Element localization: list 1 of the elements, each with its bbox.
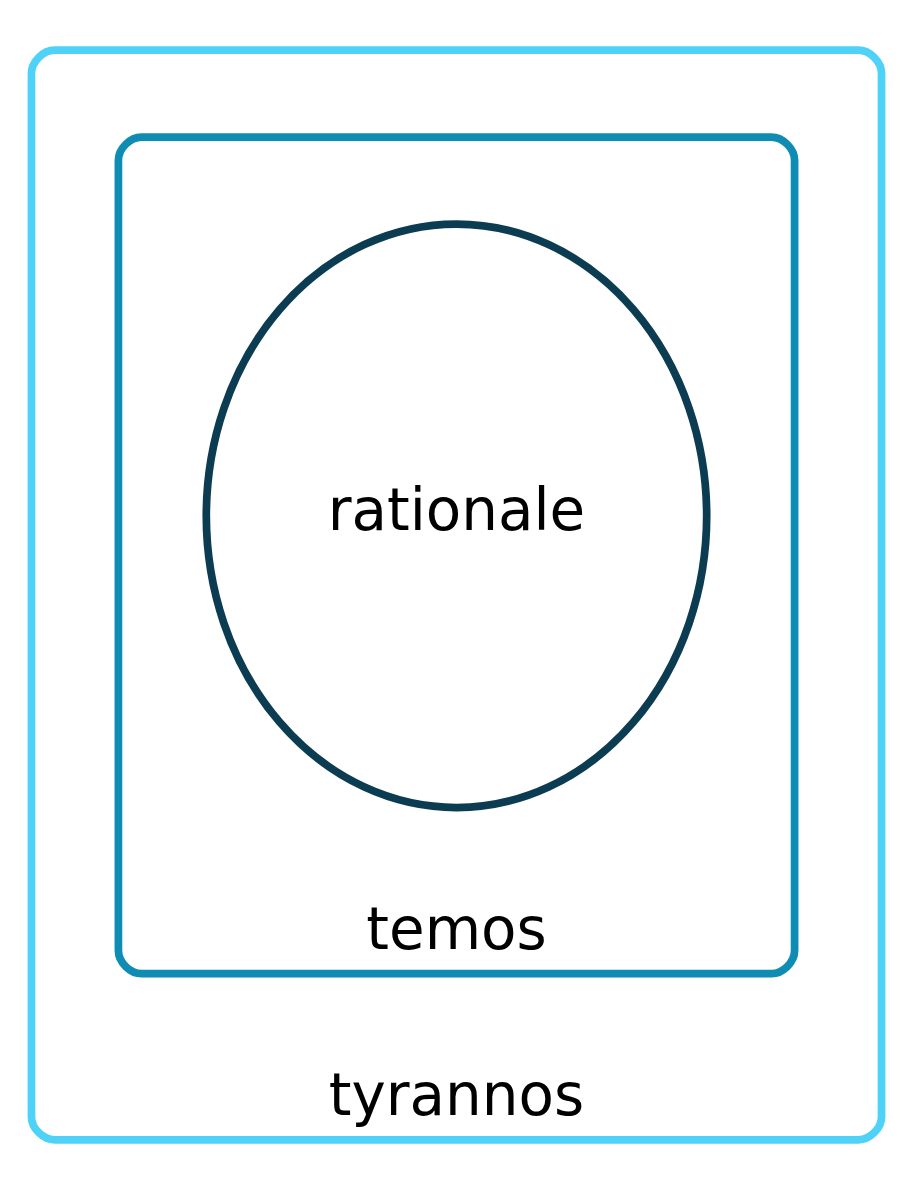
node-ellipse: rationale xyxy=(202,220,711,812)
